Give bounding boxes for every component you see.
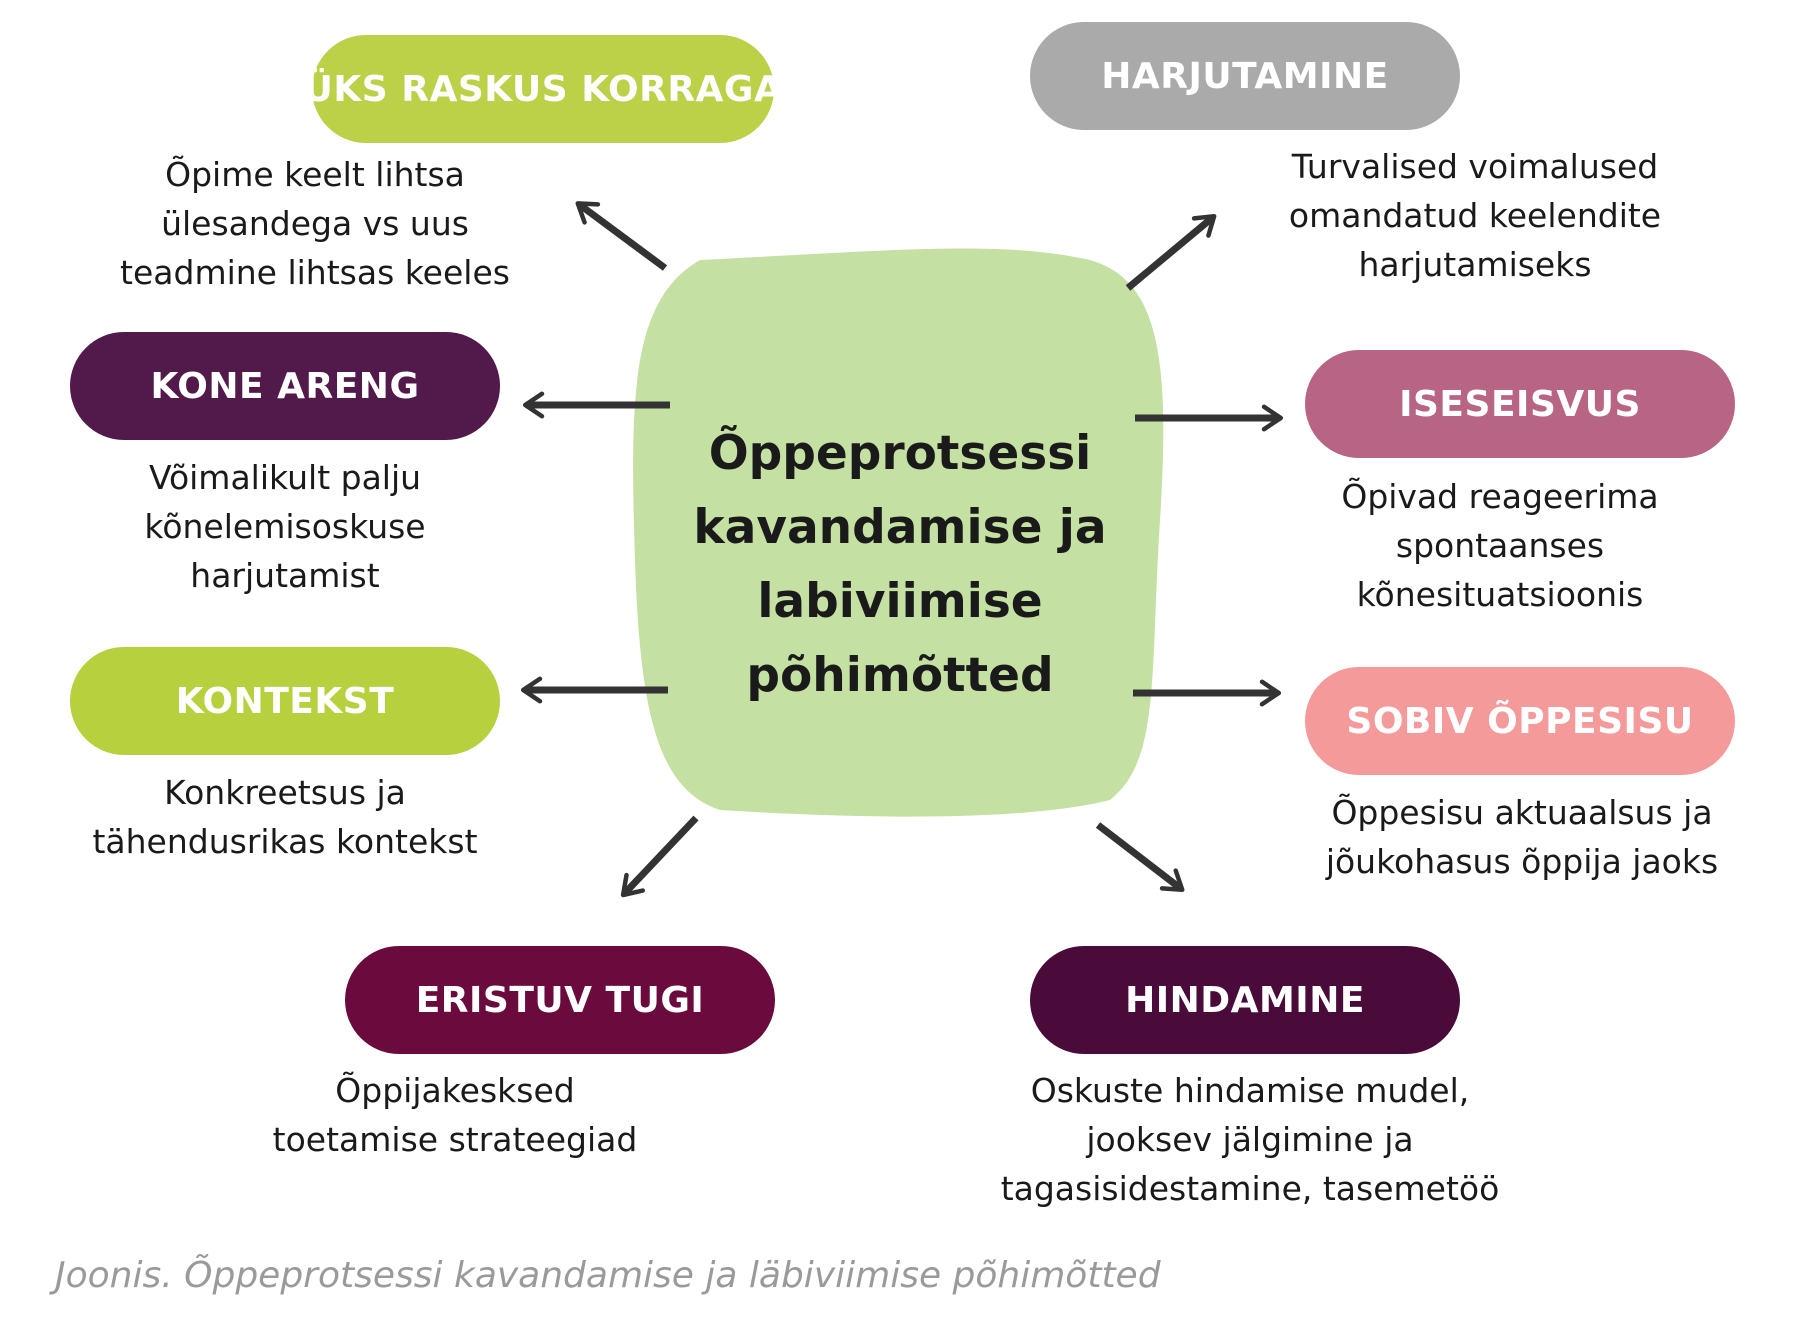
desc-uks-raskus-korraga: Õpime keelt lihtsa ülesandega vs uus tea…	[120, 155, 510, 292]
center-title: Õppeprotsessi kavandamise ja labiviimise…	[693, 426, 1107, 703]
arrow-to-hindamine	[1095, 822, 1185, 892]
arrow-to-harjutamine	[1125, 213, 1217, 291]
desc-kone-areng: Võimalikult palju kõnelemisoskuse harjut…	[144, 458, 426, 595]
pill-iseseisvus: ISESEISVUS	[1305, 350, 1735, 458]
center-rounded-square	[633, 248, 1164, 817]
desc-iseseisvus: Õpivad reageerima spontaanses kõnesituat…	[1341, 477, 1659, 614]
pill-harjutamine: HARJUTAMINE	[1030, 22, 1460, 130]
desc-eristuv-tugi: Õppijakesksed toetamise strateegiad	[272, 1071, 638, 1159]
pill-kone-areng: KONE ARENG	[70, 332, 500, 440]
pill-sobiv-oppesisu: SOBIV ÕPPESISU	[1305, 667, 1735, 775]
arrow-to-eristuv-tugi	[620, 815, 699, 898]
pill-uks-raskus-korraga: ÜKS RASKUS KORRAGA	[304, 35, 782, 143]
desc-kontekst: Konkreetsus ja tähendusrikas kontekst	[92, 773, 478, 861]
pill-kontekst: KONTEKST	[70, 647, 500, 755]
pill-hindamine: HINDAMINE	[1030, 946, 1460, 1054]
desc-harjutamine: Turvalised voimalused omandatud keelendi…	[1288, 147, 1662, 284]
desc-hindamine: Oskuste hindamise mudel, jooksev jälgimi…	[1000, 1071, 1500, 1208]
desc-sobiv-oppesisu: Õppesisu aktuaalsus ja jõukohasus õppija…	[1325, 793, 1719, 881]
arrow-to-uks-raskus	[575, 201, 668, 271]
pill-eristuv-tugi: ERISTUV TUGI	[345, 946, 775, 1054]
figure-caption: Joonis. Õppeprotsessi kavandamise ja läb…	[55, 1255, 1161, 1296]
